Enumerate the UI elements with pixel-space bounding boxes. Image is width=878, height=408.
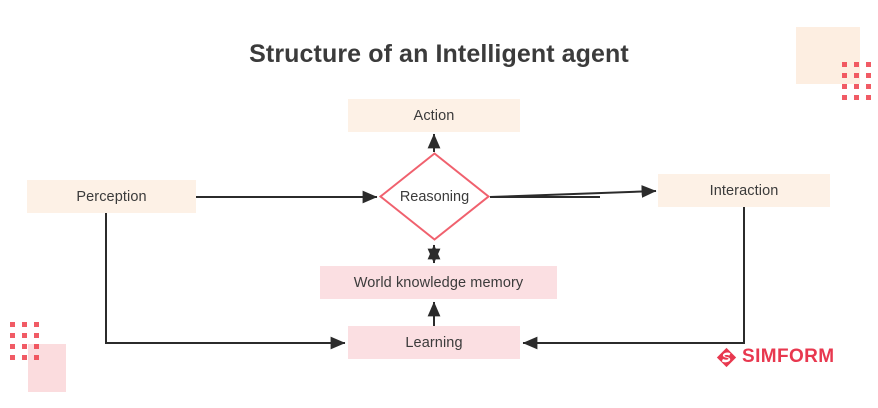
node-world-knowledge-memory[interactable]: World knowledge memory [320, 266, 557, 299]
simform-logo-icon [716, 347, 737, 367]
decoration-dot-grid-top-right [842, 62, 871, 100]
node-interaction[interactable]: Interaction [658, 174, 830, 207]
edge-reasoning-to-interaction [489, 185, 657, 198]
node-reasoning[interactable]: Reasoning [379, 152, 490, 241]
decoration-rect-top-right [796, 27, 860, 84]
brand-name: SIMFORM [742, 346, 835, 367]
edge-perception-to-learning [105, 213, 346, 350]
brand-logo: SIMFORM [716, 346, 835, 368]
page-title: Structure of an Intelligent agent [249, 40, 629, 68]
node-learning[interactable]: Learning [348, 326, 520, 359]
node-perception[interactable]: Perception [27, 180, 196, 213]
node-reasoning-label: Reasoning [399, 188, 470, 205]
decoration-dot-grid-bottom-left [10, 322, 39, 360]
decoration-rect-bottom-left [28, 344, 66, 392]
diamond-shape-icon [379, 152, 490, 241]
node-action[interactable]: Action [348, 99, 520, 132]
